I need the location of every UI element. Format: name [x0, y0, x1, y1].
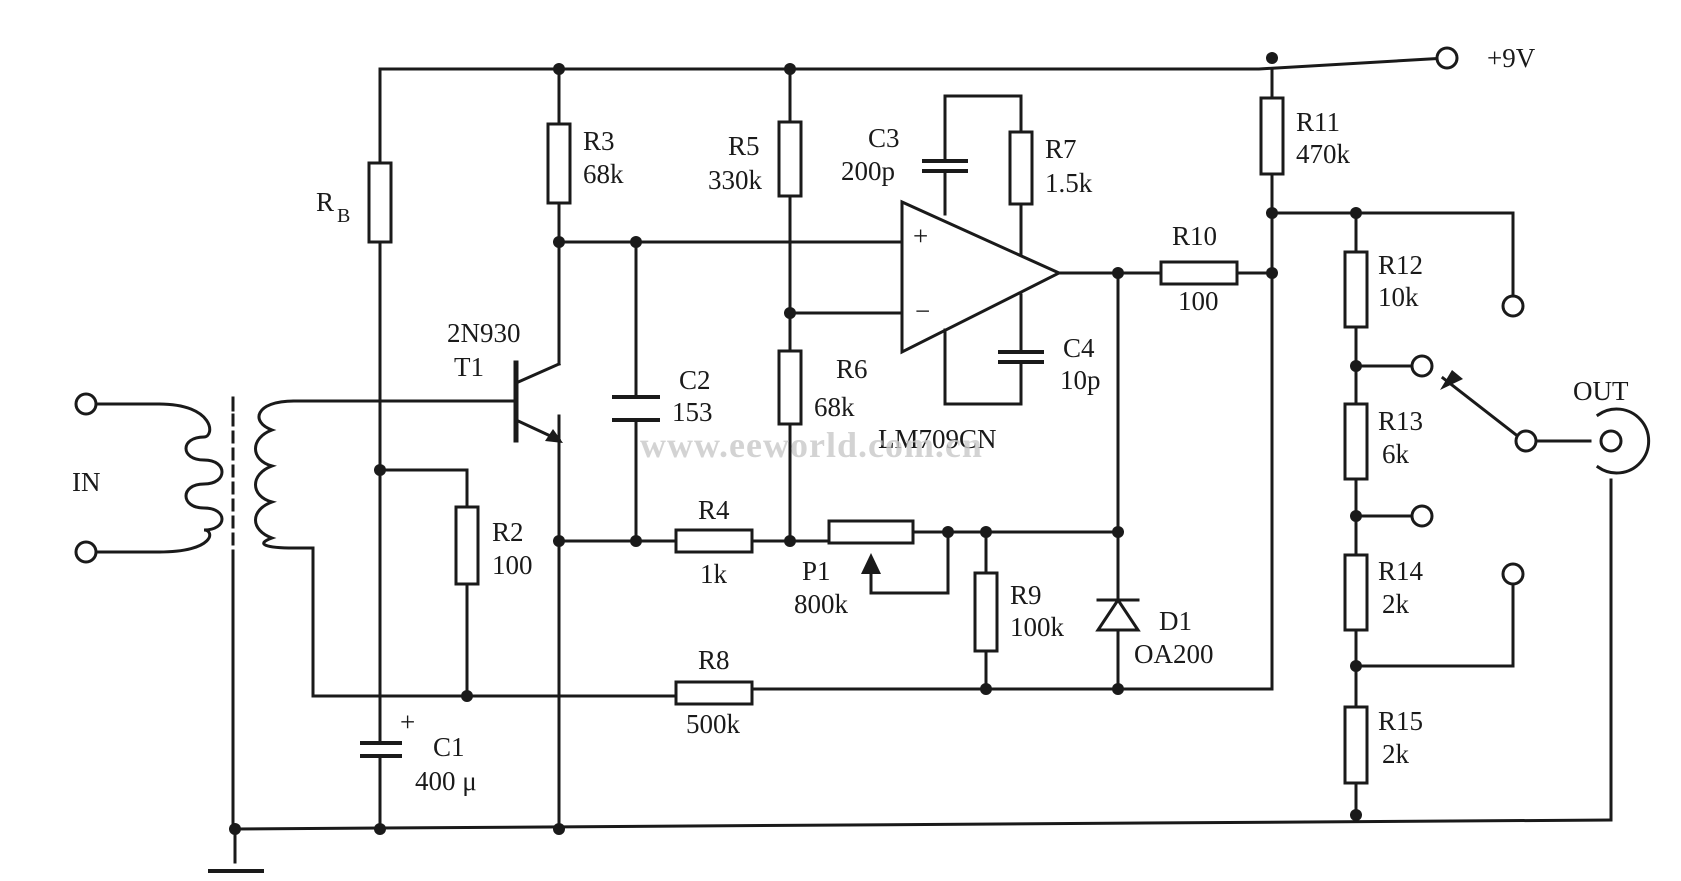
resistor-r3 — [546, 122, 572, 205]
range-terminal-1 — [1501, 294, 1525, 318]
t1-ref-label: T1 — [454, 352, 484, 382]
resistor-r11 — [1259, 96, 1285, 176]
r10-value-label: 100 — [1178, 286, 1219, 316]
input-transformer — [94, 396, 296, 831]
resistor-r13 — [1343, 402, 1369, 481]
r13-ref-label: R13 — [1378, 406, 1423, 436]
r10-ref-label: R10 — [1172, 221, 1217, 251]
d1-value-label: OA200 — [1134, 639, 1214, 669]
range-terminal-4 — [1501, 562, 1525, 586]
resistor-r15 — [1343, 705, 1369, 785]
transistor-t1 — [513, 360, 563, 443]
c4-value-label: 10p — [1060, 365, 1101, 395]
resistor-r8 — [674, 680, 754, 706]
r15-value-label: 2k — [1382, 739, 1410, 769]
resistor-r6 — [777, 349, 803, 426]
r3-value-label: 68k — [583, 159, 624, 189]
r3-ref-label: R3 — [583, 126, 615, 156]
resistor-r10 — [1159, 260, 1239, 286]
watermark: www.eeworld.com.cn — [640, 425, 983, 465]
resistor-r5 — [777, 120, 803, 198]
r4-ref-label: R4 — [698, 495, 730, 525]
p1-value-label: 800k — [794, 589, 849, 619]
potentiometer-wiper — [861, 553, 881, 574]
r9-ref-label: R9 — [1010, 580, 1042, 610]
c1-value-label: 400 μ — [415, 766, 477, 796]
c3-ref-label: C3 — [868, 123, 900, 153]
r4-value-label: 1k — [700, 559, 728, 589]
c1-polarity-mark: + — [400, 707, 415, 737]
r12-value-label: 10k — [1378, 282, 1419, 312]
r9-value-label: 100k — [1010, 612, 1065, 642]
r12-ref-label: R12 — [1378, 250, 1423, 280]
resistor-r4 — [674, 528, 754, 554]
resistor-r2 — [454, 505, 480, 586]
labels: +9V IN OUT R B 2N930 T1 R2 100 R3 68k R4… — [72, 43, 1629, 796]
capacitors — [360, 159, 1044, 767]
input-label: IN — [72, 467, 101, 497]
r6-value-label: 68k — [814, 392, 855, 422]
r6-ref-label: R6 — [836, 354, 868, 384]
resistor-r9 — [973, 571, 999, 653]
opamp-minus-sign: − — [915, 296, 930, 326]
diode-d1 — [1095, 597, 1141, 632]
opamp-lm709 — [900, 199, 1063, 355]
c4-ref-label: C4 — [1063, 333, 1095, 363]
r11-ref-label: R11 — [1296, 107, 1340, 137]
junction-dots — [229, 52, 1362, 835]
supply-terminal — [1435, 46, 1459, 70]
r14-value-label: 2k — [1382, 589, 1410, 619]
output-connector — [1599, 429, 1623, 453]
r7-ref-label: R7 — [1045, 134, 1077, 164]
opamp-plus-sign: + — [913, 221, 928, 251]
supply-label: +9V — [1487, 43, 1536, 73]
c2-value-label: 153 — [672, 397, 713, 427]
r8-value-label: 500k — [686, 709, 741, 739]
c3-value-label: 200p — [841, 156, 895, 186]
t1-type-label: 2N930 — [447, 318, 521, 348]
d1-ref-label: D1 — [1159, 606, 1192, 636]
c2-ref-label: C2 — [679, 365, 711, 395]
rb-label: R — [316, 187, 334, 217]
switch-pivot — [1514, 429, 1538, 453]
potentiometer-p1 — [827, 519, 915, 545]
input-terminal-top — [74, 392, 98, 416]
input-terminal-bottom — [74, 540, 98, 564]
p1-ref-label: P1 — [802, 556, 831, 586]
resistor-rb — [367, 161, 393, 244]
resistor-r12 — [1343, 250, 1369, 329]
r2-ref-label: R2 — [492, 517, 524, 547]
c1-ref-label: C1 — [433, 732, 465, 762]
wiring — [208, 56, 1613, 873]
r5-value-label: 330k — [708, 165, 763, 195]
resistors — [367, 96, 1369, 785]
terminals — [74, 46, 1651, 586]
r13-value-label: 6k — [1382, 439, 1410, 469]
rb-subscript: B — [337, 205, 350, 227]
range-terminal-2 — [1410, 354, 1434, 378]
r15-ref-label: R15 — [1378, 706, 1423, 736]
r11-value-label: 470k — [1296, 139, 1351, 169]
resistor-r7 — [1008, 130, 1034, 206]
r2-value-label: 100 — [492, 550, 533, 580]
ic-type-label: LM709CN — [878, 424, 997, 454]
r5-ref-label: R5 — [728, 131, 760, 161]
range-terminal-3 — [1410, 504, 1434, 528]
output-label: OUT — [1573, 376, 1629, 406]
r14-ref-label: R14 — [1378, 556, 1424, 586]
r8-ref-label: R8 — [698, 645, 730, 675]
r7-value-label: 1.5k — [1045, 168, 1093, 198]
resistor-r14 — [1343, 553, 1369, 632]
